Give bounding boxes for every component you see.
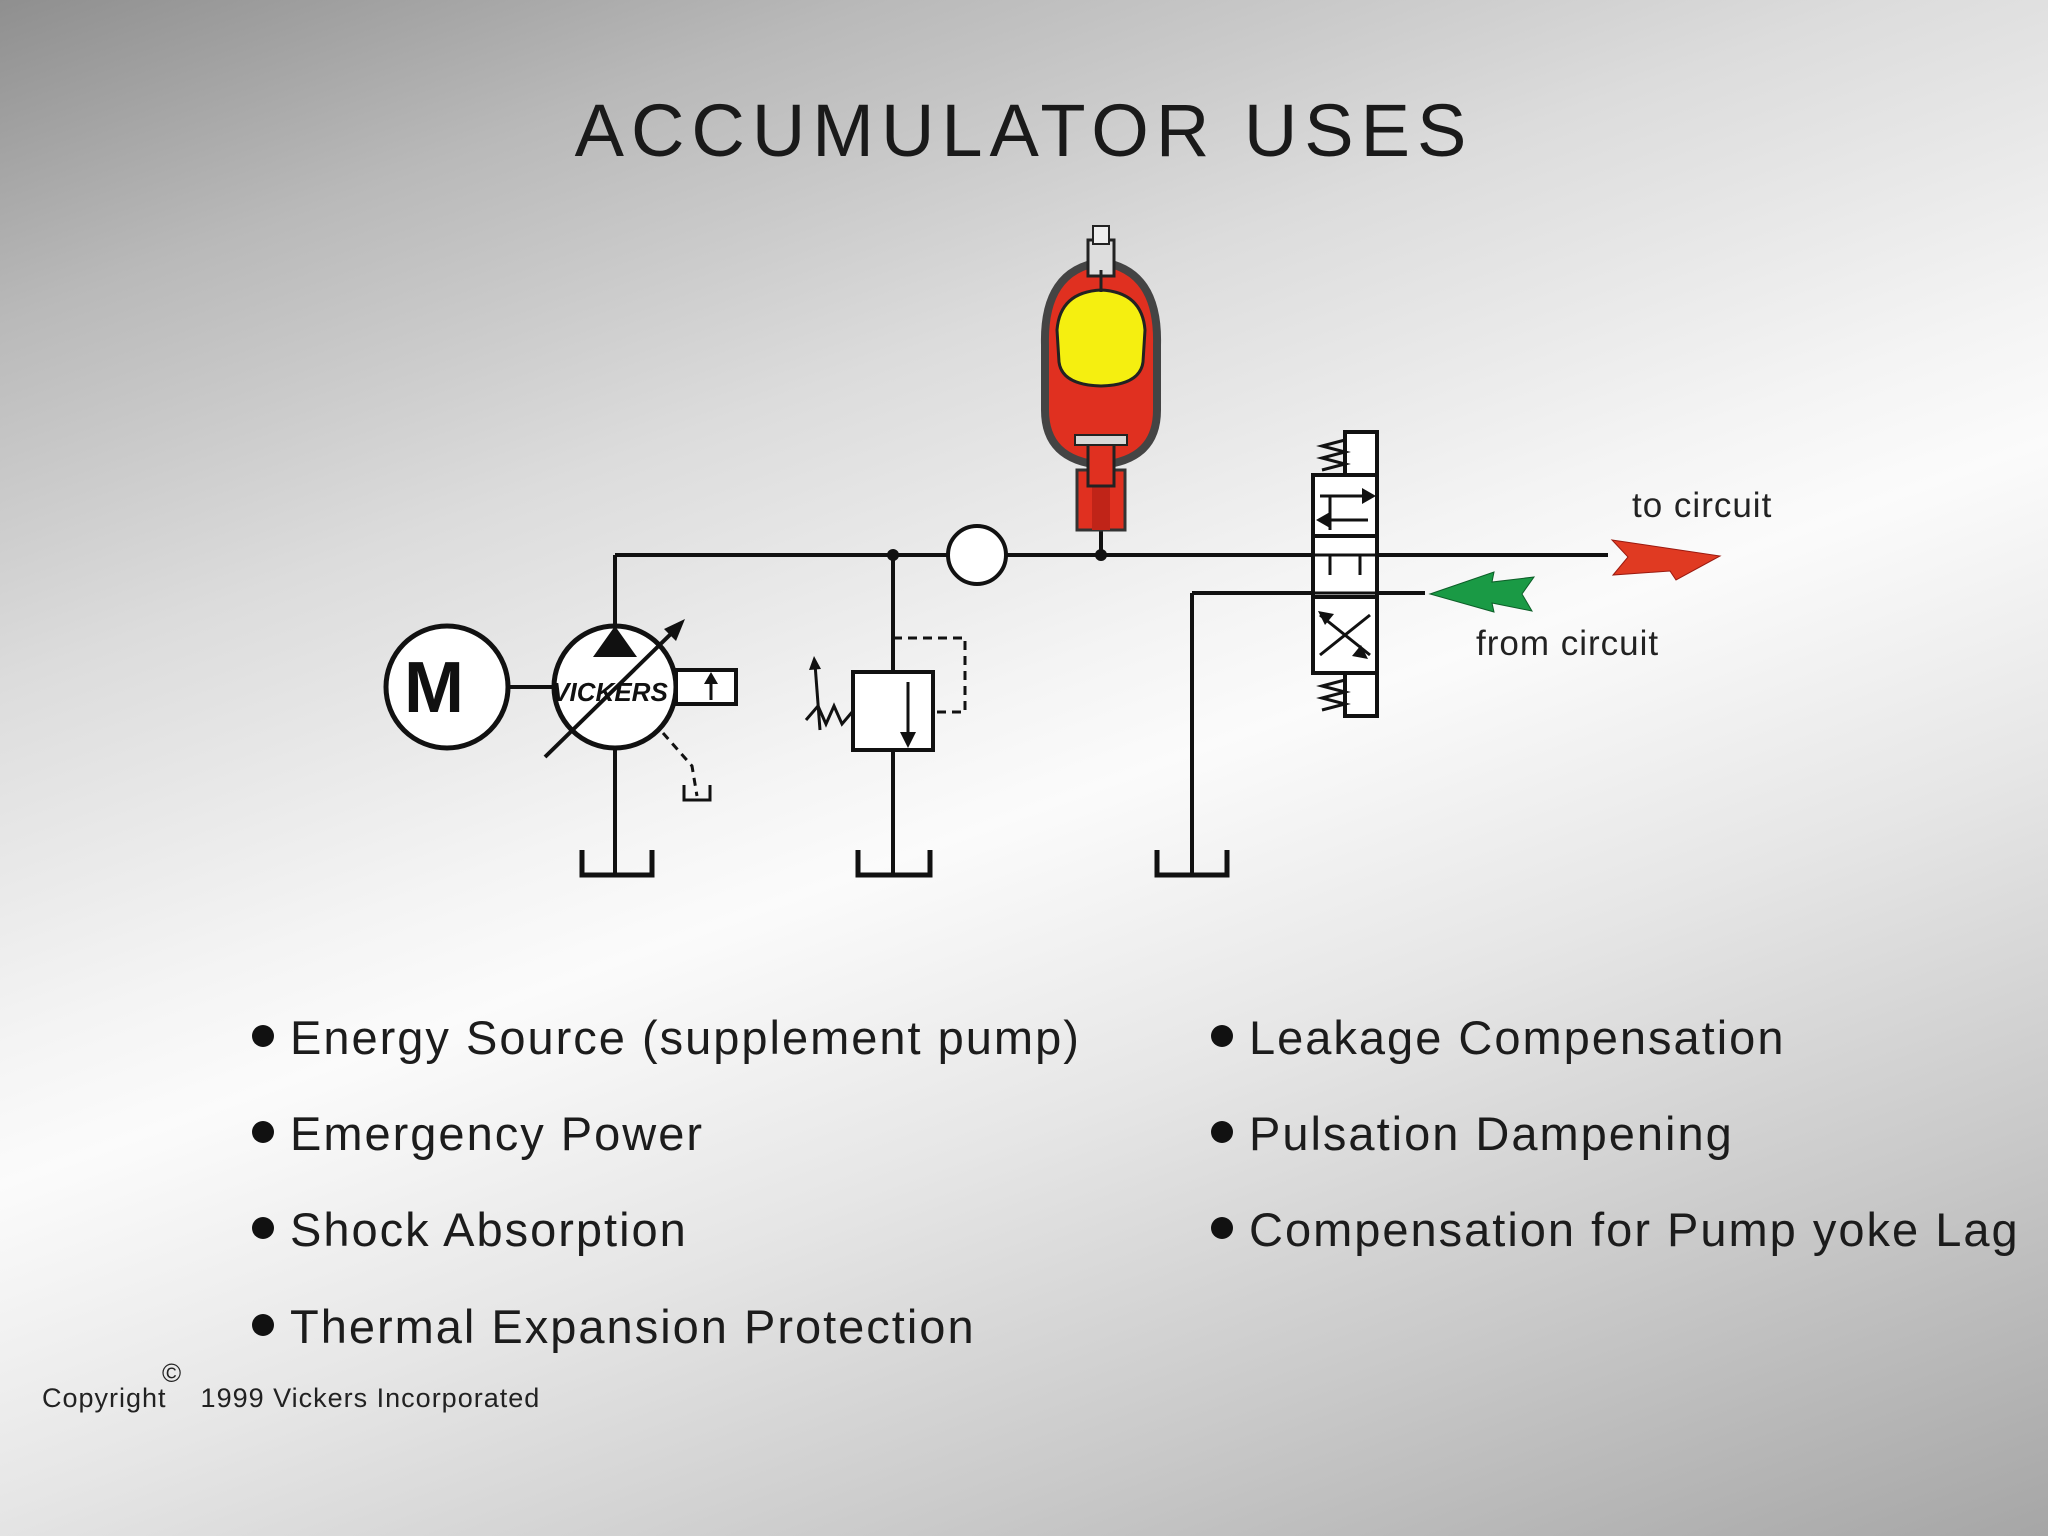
motor-label: M [404,648,464,728]
use-item-pulsation-dampening: Pulsation Dampening [1211,1104,1734,1164]
junction-dot-relief [887,549,899,561]
check-valve-symbol [946,524,1008,586]
copyright-symbol: © [162,1358,182,1388]
bullet-dot [252,1216,274,1239]
bullet-dot [1211,1120,1233,1143]
bullet-dot [252,1313,274,1336]
bullet-dot [252,1120,274,1143]
use-item-shock-absorption: Shock Absorption [252,1200,688,1260]
relief-valve-symbol [804,636,967,752]
spring-bottom [1316,678,1351,712]
page-title: ACCUMULATOR USES [574,89,1474,172]
gas-bladder [1055,288,1147,388]
from-circuit-label: from circuit [1476,624,1660,663]
variable-pump-symbol [543,619,738,802]
use-item-thermal-expansion: Thermal Expansion Protection [252,1297,976,1357]
directional-valve-symbol [1311,430,1379,718]
accumulator-symbol [1040,225,1162,555]
tank-symbol-return [1154,850,1230,878]
spring-top [1316,438,1351,472]
copyright-text: Copyright 1999 Vickers Incorporated [42,1383,541,1413]
bullet-dot [1211,1024,1233,1047]
bullet-dot [1211,1216,1233,1239]
use-item-leakage-compensation: Leakage Compensation [1211,1008,1785,1068]
to-circuit-label: to circuit [1632,486,1773,525]
use-item-pump-yoke-lag: Compensation for Pump yoke Lag [1211,1200,2020,1260]
motor-symbol [383,623,555,751]
tank-symbol-relief [855,850,933,878]
tank-symbol-pump [579,850,655,878]
use-item-emergency-power: Emergency Power [252,1104,704,1164]
from-circuit-arrow [1428,571,1536,613]
use-item-energy-source: Energy Source (supplement pump) [252,1008,1081,1068]
pump-brand-label: VICKERS [552,677,668,707]
bullet-dot [252,1024,274,1047]
to-circuit-arrow [1610,539,1722,581]
